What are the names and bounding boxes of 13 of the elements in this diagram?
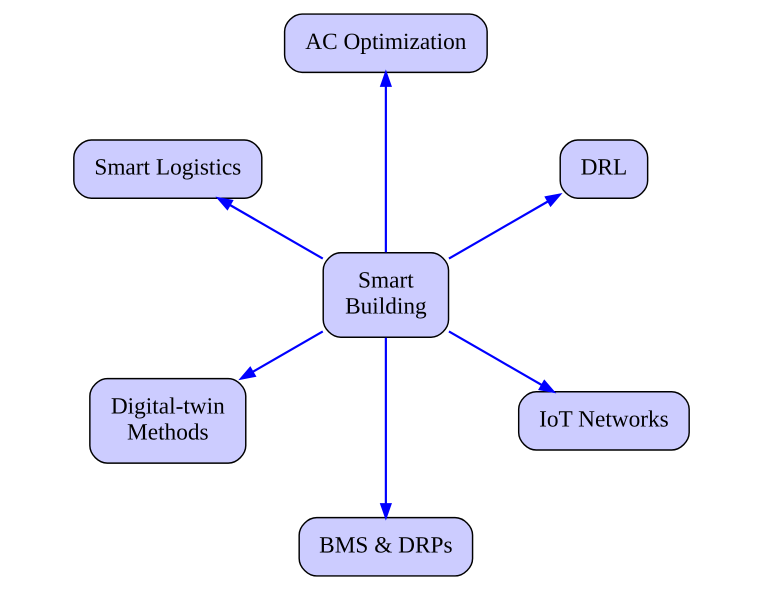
- node-box: AC Optimization: [284, 13, 488, 74]
- node-box: Smart Building: [322, 252, 450, 338]
- arrow: [448, 193, 563, 260]
- arrow: [238, 330, 324, 380]
- arrow: [215, 196, 324, 260]
- node-box: IoT Networks: [518, 391, 690, 451]
- node-box: DRL: [559, 139, 648, 199]
- node-box: Digital-twin Methods: [89, 378, 246, 464]
- arrow: [380, 69, 392, 252]
- arrow: [448, 330, 556, 394]
- arrow: [380, 338, 392, 521]
- node-box: Smart Logistics: [73, 139, 263, 199]
- node-box: BMS & DRPs: [298, 516, 474, 577]
